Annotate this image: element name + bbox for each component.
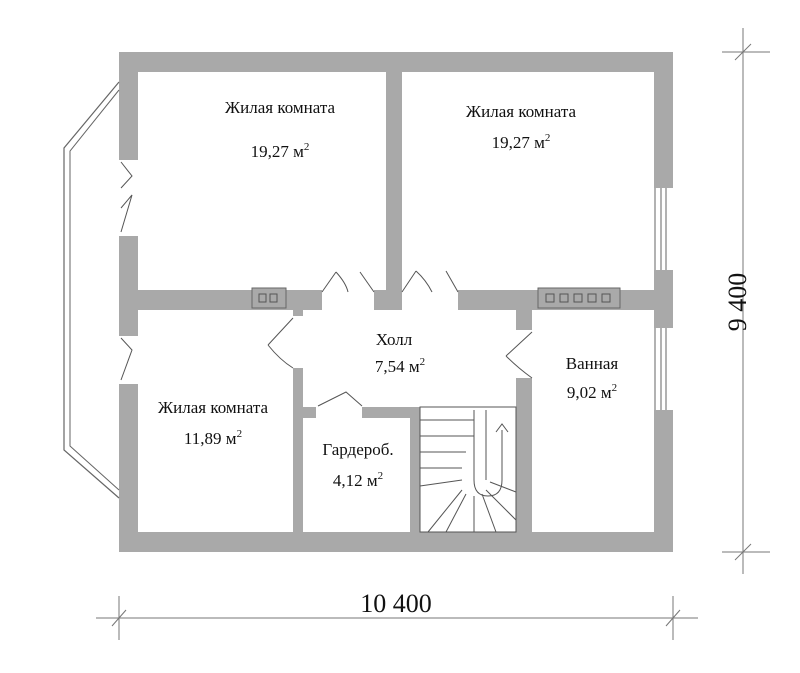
room-area-living-room-3: 11,89 м2	[184, 428, 242, 448]
room-area-wardrobe: 4,12 м2	[333, 470, 383, 490]
vent-icon	[251, 287, 287, 309]
door-opening-bath	[514, 330, 534, 378]
room-area-hall: 7,54 м2	[375, 356, 425, 376]
floor-wardrobe	[303, 418, 410, 532]
door-swing-icon	[120, 161, 133, 381]
floor-stair	[420, 407, 516, 532]
vent-icon	[537, 287, 621, 309]
room-name-living-room-1: Жилая комната	[225, 98, 336, 117]
window-icon	[652, 188, 674, 270]
height-dimension	[722, 28, 770, 574]
floor-living-room-3	[138, 310, 293, 532]
room-area-living-room-2: 19,27 м2	[492, 132, 551, 152]
floor-living-room-1	[138, 72, 386, 290]
door-opening-room2	[402, 288, 458, 312]
room-name-wardrobe: Гардероб.	[322, 440, 393, 459]
floor-bathroom	[532, 310, 654, 532]
floor-living-room-2	[402, 72, 654, 290]
stair-icon	[419, 406, 517, 533]
room-name-living-room-3: Жилая комната	[158, 398, 269, 417]
door-opening-wardrobe	[316, 405, 362, 420]
door-opening-room3	[291, 316, 305, 368]
width-dimension-label: 10 400	[360, 589, 432, 618]
room-name-living-room-2: Жилая комната	[466, 102, 577, 121]
door-swing-icon	[267, 270, 533, 407]
width-dimension	[96, 596, 698, 640]
floor-hall-top	[303, 310, 516, 407]
room-name-hall: Холл	[376, 330, 413, 349]
window-icon	[652, 328, 674, 410]
room-area-living-room-1: 19,27 м2	[251, 141, 310, 161]
room-name-bathroom: Ванная	[566, 354, 619, 373]
height-dimension-label: 9 400	[723, 273, 752, 332]
room-area-bathroom: 9,02 м2	[567, 382, 617, 402]
